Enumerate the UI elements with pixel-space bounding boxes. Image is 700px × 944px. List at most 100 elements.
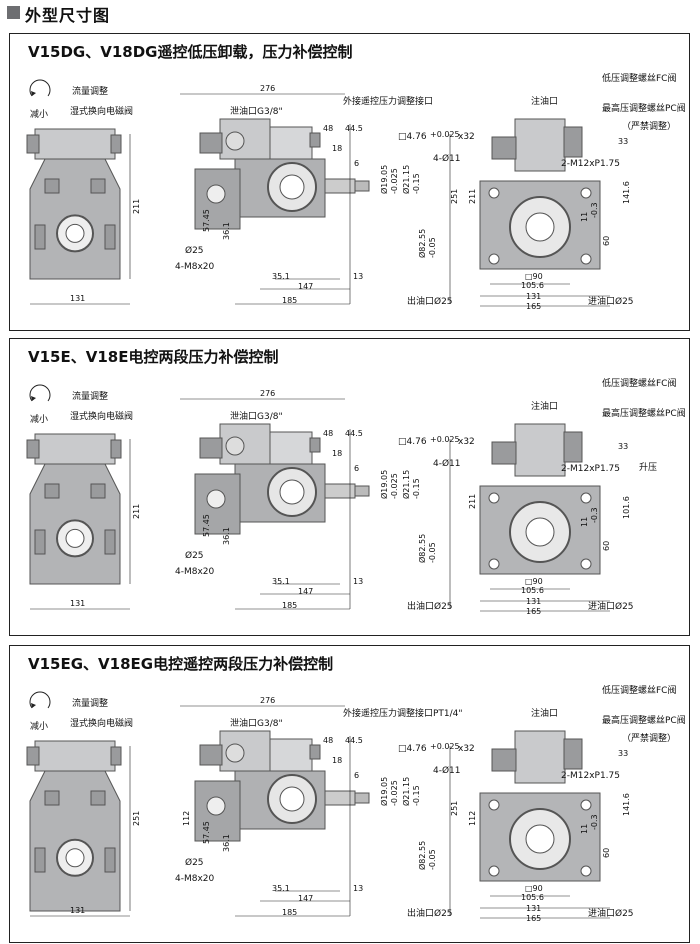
phi-21-dim: Ø21.15 — [402, 164, 411, 194]
dim-13: 13 — [353, 577, 364, 586]
phi-21-dim: Ø21.15 — [402, 469, 411, 499]
high-pressure-pc-label: 最高压调整螺丝PC阀 — [602, 104, 686, 114]
dim-44-5: 44.5 — [345, 429, 363, 438]
rear-dim-165: 165 — [526, 607, 542, 616]
key-length: x32 — [458, 132, 475, 142]
phi-21-tol: -0.15 — [412, 173, 421, 194]
dim-44-5: 44.5 — [345, 736, 363, 745]
section-title: V15EG、V18EG电控遥控两段压力补偿控制 — [28, 655, 334, 673]
oil-fill-label: 注油口 — [531, 709, 559, 719]
rear-dim-90: □90 — [525, 884, 543, 893]
rear-dim-105-6: 105.6 — [521, 586, 544, 595]
remote-port-label: 外接遥控压力调整接口PT1/4" — [343, 709, 463, 719]
rear-dim-60: 60 — [602, 540, 611, 551]
phi-21-dim: Ø21.15 — [402, 776, 411, 806]
side-width-dim: 131 — [70, 599, 86, 608]
rear-dim-105-6: 105.6 — [521, 893, 544, 902]
dim-48: 48 — [323, 736, 334, 745]
oil-fill-label: 注油口 — [531, 402, 559, 412]
dim-276: 276 — [260, 84, 276, 93]
side-height-dim: 211 — [132, 503, 141, 519]
inlet-port-label: 进油口Ø25 — [588, 909, 634, 919]
outlet-port-label: 出油口Ø25 — [407, 909, 453, 919]
rear-dim-11: 11 — [580, 823, 589, 834]
drawing-canvas — [26, 79, 610, 307]
section-title: V15DG、V18DG遥控低压卸载，压力补偿控制 — [28, 43, 353, 61]
low-pressure-fc-label: 低压调整螺丝FC阀 — [602, 74, 677, 84]
key-tolerance: +0.025 — [430, 742, 460, 751]
rear-dim-90: □90 — [525, 272, 543, 281]
rear-dim-131: 131 — [526, 292, 542, 301]
dim-48: 48 — [323, 429, 334, 438]
bolt-label: 4-M8x20 — [175, 262, 215, 272]
rear-view-drawing — [479, 730, 601, 882]
dim-147: 147 — [298, 894, 314, 903]
inlet-port-label: 进油口Ø25 — [588, 297, 634, 307]
rear-view-drawing — [479, 118, 601, 270]
dim-18: 18 — [332, 144, 343, 153]
mount-thread-label: 2-M12xP1.75 — [561, 464, 620, 474]
dim-57-45: 57.45 — [202, 821, 211, 844]
drawing-canvas — [26, 384, 610, 612]
phi-19-dim: Ø19.05 — [380, 776, 389, 806]
dim-185: 185 — [282, 908, 298, 917]
rotation-label: 减小 — [30, 722, 49, 732]
solenoid-valve-label: 湿式换向电磁阀 — [70, 719, 134, 729]
dim-57-45: 57.45 — [202, 209, 211, 232]
side-height-dim: 251 — [132, 810, 141, 826]
oil-fill-label: 注油口 — [531, 97, 559, 107]
holes-label: 4-Ø11 — [433, 154, 461, 164]
phi-19-dim: Ø19.05 — [380, 164, 389, 194]
low-pressure-fc-label: 低压调整螺丝FC阀 — [602, 379, 677, 389]
inlet-port-label: 进油口Ø25 — [588, 602, 634, 612]
mount-thread-label: 2-M12xP1.75 — [561, 159, 620, 169]
front-view-drawing — [194, 423, 370, 535]
rear-dim-33: 33 — [618, 749, 629, 758]
rear-dim-112: 112 — [468, 810, 477, 826]
dim-112: 112 — [182, 810, 191, 826]
dim-276: 276 — [260, 389, 276, 398]
key-label: □4.76 — [398, 744, 427, 754]
rear-dim-60: 60 — [602, 847, 611, 858]
phi-82-tol: -0.05 — [428, 237, 437, 258]
rear-dim-251: 251 — [450, 188, 459, 204]
rear-dim-165: 165 — [526, 914, 542, 923]
dim-44-5: 44.5 — [345, 124, 363, 133]
dim-18: 18 — [332, 756, 343, 765]
rear-dim-131: 131 — [526, 904, 542, 913]
bolt-label: 4-M8x20 — [175, 567, 215, 577]
drawing-canvas — [26, 691, 610, 919]
rear-dim-251: 251 — [450, 800, 459, 816]
phi-82-dim: Ø82.55 — [418, 228, 427, 258]
holes-label: 4-Ø11 — [433, 766, 461, 776]
rotation-arrow-icon — [29, 79, 51, 97]
rear-dim-211: 211 — [468, 493, 477, 509]
phi-19-tol: -0.025 — [390, 780, 399, 806]
flow-adjust-label: 流量调整 — [72, 699, 109, 709]
phi-21-tol: -0.15 — [412, 478, 421, 499]
drain-port-label: 泄油口G3/8" — [230, 412, 283, 422]
rear-dim-141-6: 141.6 — [622, 181, 631, 204]
dim-35-1: 35.1 — [272, 884, 290, 893]
dim-13: 13 — [353, 884, 364, 893]
page-title: 外型尺寸图 — [25, 6, 111, 25]
page-header: 外型尺寸图 — [0, 0, 700, 28]
side-view-drawing — [26, 433, 122, 585]
rotation-arrow-icon — [29, 691, 51, 709]
outlet-port-label: 出油口Ø25 — [407, 297, 453, 307]
outlet-port-label: 出油口Ø25 — [407, 602, 453, 612]
phi-82-tol: -0.05 — [428, 849, 437, 870]
dim-35-1: 35.1 — [272, 577, 290, 586]
rear-dim-165: 165 — [526, 302, 542, 311]
side-width-dim: 131 — [70, 294, 86, 303]
front-view-drawing — [194, 730, 370, 842]
holes-label: 4-Ø11 — [433, 459, 461, 469]
rear-view-drawing — [479, 423, 601, 575]
port-small-label: Ø25 — [185, 246, 204, 256]
flow-adjust-label: 流量调整 — [72, 87, 109, 97]
drain-port-label: 泄油口G3/8" — [230, 719, 283, 729]
port-small-label: Ø25 — [185, 551, 204, 561]
high-pressure-pc-label: 最高压调整螺丝PC阀 — [602, 409, 686, 419]
